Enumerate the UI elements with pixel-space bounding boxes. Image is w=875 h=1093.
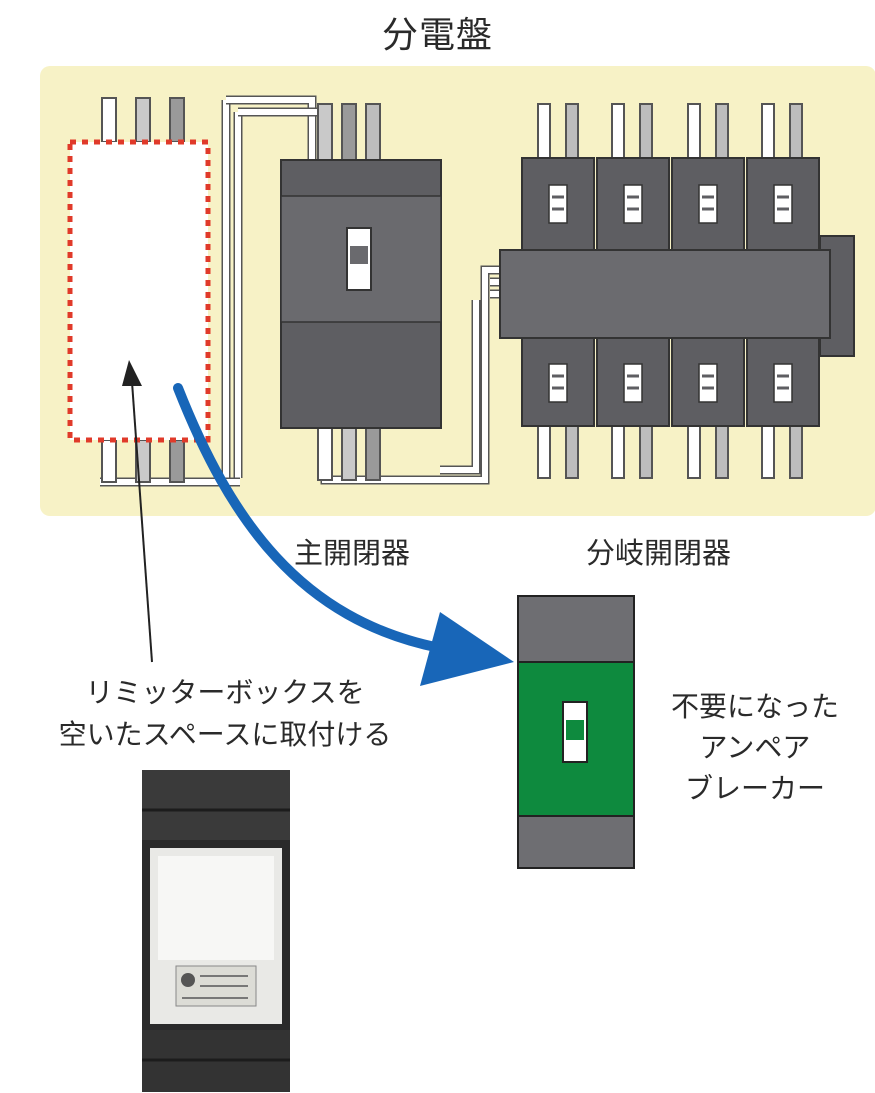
main-switch <box>280 103 442 481</box>
limiter-box-placeholder <box>67 139 211 443</box>
unused-breaker-label-line: アンペア <box>699 731 811 764</box>
install-pointer-arrow <box>122 360 153 663</box>
unused-breaker-label-line: ブレーカー <box>684 772 825 805</box>
panel-title: 分電盤 <box>381 15 493 56</box>
branch-toggle-lines <box>552 195 789 390</box>
main-switch-label: 主開閉器 <box>294 536 411 570</box>
install-instruction-line: リミッターボックスを <box>85 676 365 709</box>
unused-breaker-label-line: 不要になった <box>670 690 839 723</box>
unused-breaker-label: 不要になった アンペア ブレーカー <box>640 686 870 809</box>
branch-terminals-bottom <box>537 419 803 479</box>
removal-arrow <box>173 383 514 686</box>
branch-toggles <box>548 184 793 403</box>
busbar <box>499 249 831 339</box>
branch-switches <box>499 103 855 479</box>
ampere-breaker <box>517 595 635 869</box>
branch-switch-label: 分岐開閉器 <box>586 536 732 570</box>
install-instruction: リミッターボックスを 空いたスペースに取付ける <box>10 672 440 756</box>
limiter-box-image <box>142 770 290 1092</box>
install-instruction-line: 空いたスペースに取付ける <box>58 718 392 751</box>
branch-breaker-row-bottom <box>521 335 820 427</box>
empty-space-terminals <box>101 97 185 483</box>
